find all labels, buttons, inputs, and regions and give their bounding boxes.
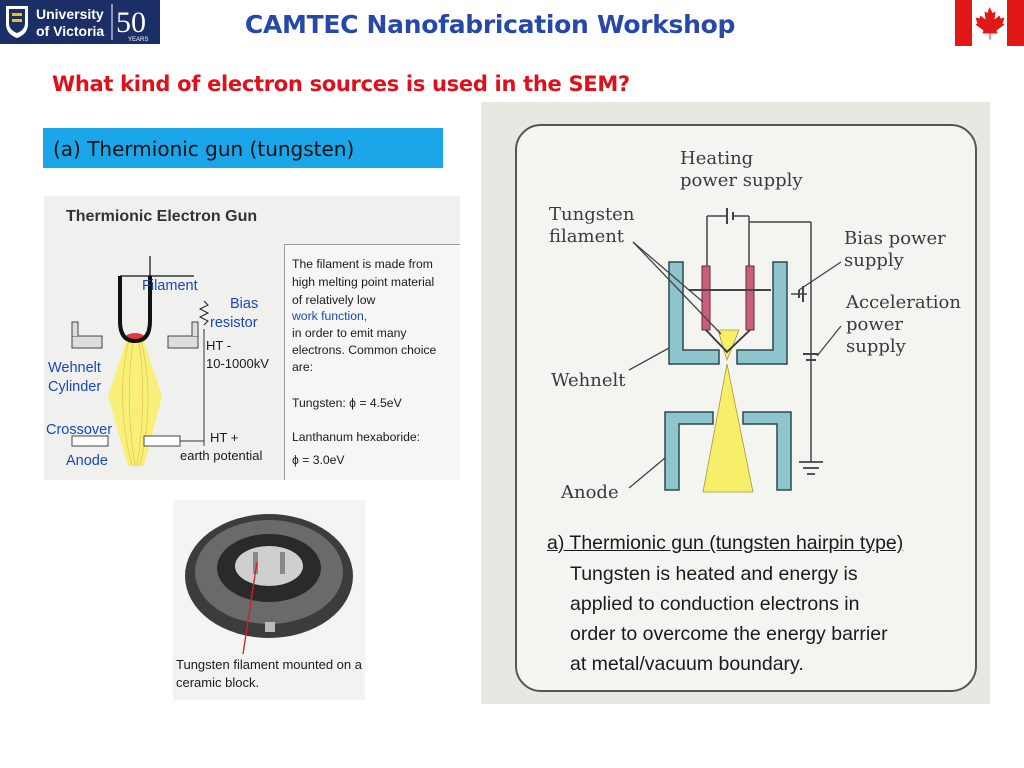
label-bias-power: Bias power bbox=[844, 228, 946, 249]
page-title: CAMTEC Nanofabrication Workshop bbox=[244, 10, 736, 39]
label-anode: Anode bbox=[66, 453, 108, 469]
desc-line: are: bbox=[292, 360, 314, 374]
desc-line: electrons. Common choice bbox=[292, 343, 437, 357]
label-cylinder: Cylinder bbox=[48, 379, 102, 395]
label-ht-plus: HT + bbox=[210, 430, 239, 445]
label-wehnelt: Wehnelt bbox=[551, 370, 626, 391]
description-box bbox=[284, 244, 460, 480]
label-acceleration: Acceleration bbox=[846, 292, 961, 313]
label-heating: Heating bbox=[680, 148, 754, 169]
gun-schematic bbox=[71, 256, 210, 467]
desc-line: The filament is made from bbox=[292, 257, 433, 271]
thermionic-gun-diagram: Thermionic Electron Gun Filament Bias re… bbox=[44, 196, 460, 480]
label-bias-supply: supply bbox=[844, 250, 904, 271]
desc-line-highlight: work function, bbox=[292, 309, 368, 323]
slide-question: What kind of electron sources is used in… bbox=[52, 72, 630, 96]
canada-flag-icon bbox=[955, 0, 1024, 46]
label-crossover: Crossover bbox=[46, 422, 113, 438]
circuit-schematic bbox=[628, 208, 842, 493]
diagram-title: Thermionic Electron Gun bbox=[66, 208, 258, 225]
diagram-frame bbox=[515, 124, 977, 692]
label-earth: earth potential bbox=[180, 448, 263, 463]
label-resistor: resistor bbox=[210, 315, 258, 331]
label-accel-power: power bbox=[846, 314, 904, 335]
section-label: (a) Thermionic gun (tungsten) bbox=[43, 128, 443, 168]
logo-line2: of Victoria bbox=[36, 23, 104, 39]
label-accel-supply: supply bbox=[846, 336, 906, 357]
label-filament: filament bbox=[549, 226, 625, 247]
filament-photo: Tungsten filament mounted on a ceramic b… bbox=[173, 500, 365, 700]
logo-years: YEARS bbox=[128, 37, 148, 43]
logo-line1: University bbox=[36, 6, 104, 22]
label-wehnelt: Wehnelt bbox=[48, 360, 101, 376]
label-heating-supply: power supply bbox=[680, 170, 803, 191]
label-bias: Bias bbox=[230, 296, 259, 312]
desc-line: Lanthanum hexaboride: bbox=[292, 430, 421, 444]
caption-line: Tungsten is heated and energy is bbox=[570, 563, 858, 585]
desc-line: Tungsten: ϕ = 4.5eV bbox=[292, 396, 402, 410]
label-ht-minus: HT - bbox=[206, 338, 232, 353]
caption-line: applied to conduction electrons in bbox=[570, 593, 860, 615]
photo-caption: Tungsten filament mounted on a ceramic b… bbox=[176, 657, 362, 690]
desc-line: in order to emit many bbox=[292, 326, 407, 340]
label-voltage: 10-1000kV bbox=[206, 356, 269, 371]
label-filament: Filament bbox=[142, 278, 198, 294]
caption-line: order to overcome the energy barrier bbox=[570, 623, 888, 645]
desc-line: of relatively low bbox=[292, 293, 376, 307]
gun-circuit-diagram: Heating power supply Tungsten filament B… bbox=[481, 102, 990, 704]
label-anode: Anode bbox=[561, 482, 619, 503]
filament-image bbox=[173, 500, 365, 656]
university-logo: University of Victoria 50 YEARS bbox=[0, 0, 160, 44]
caption-title: a) Thermionic gun (tungsten hairpin type… bbox=[547, 532, 904, 554]
label-tungsten: Tungsten bbox=[549, 204, 635, 225]
desc-line: high melting point material bbox=[292, 275, 435, 289]
caption-line: at metal/vacuum boundary. bbox=[570, 653, 804, 675]
logo-anniv: 50 bbox=[116, 6, 146, 39]
desc-line: ϕ = 3.0eV bbox=[292, 453, 345, 467]
